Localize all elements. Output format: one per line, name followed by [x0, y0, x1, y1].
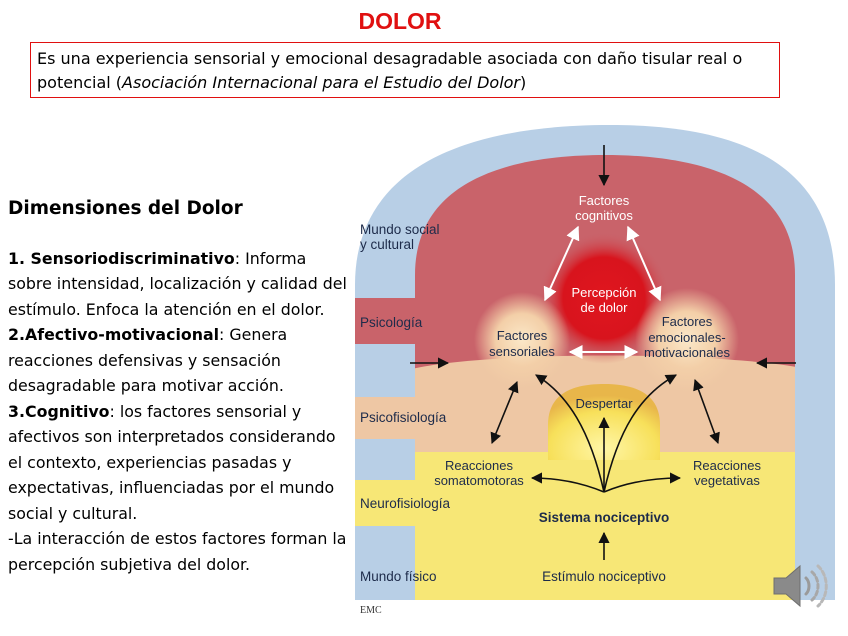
vegetative-line1: Reacciones: [693, 458, 761, 473]
somatomotor-line2: somatomotoras: [434, 473, 524, 488]
level-physical: Mundo físico: [360, 569, 437, 584]
emotional-factors-line1: Factores: [662, 314, 713, 329]
pain-perception-line2: de dolor: [581, 300, 629, 315]
level-social-line1: Mundo social: [360, 222, 440, 237]
somatomotor-line1: Reacciones: [445, 458, 513, 473]
pain-perception-line1: Percepción: [571, 285, 636, 300]
level-psychophysiology: Psicofisiología: [360, 410, 447, 425]
arousal-label: Despertar: [575, 396, 633, 411]
sensory-factors-line1: Factores: [497, 328, 548, 343]
cognitive-factors-line2: cognitivos: [575, 208, 633, 223]
nociceptive-stimulus-label: Estímulo nociceptivo: [542, 569, 666, 584]
nociceptive-system-label: Sistema nociceptivo: [539, 510, 670, 525]
sensory-factors-line2: sensoriales: [489, 344, 555, 359]
emotional-factors-line3: motivacionales: [644, 345, 730, 360]
level-neurophysiology: Neurofisiología: [360, 496, 451, 511]
level-psychology: Psicología: [360, 315, 423, 330]
level-social-line2: y cultural: [360, 237, 414, 252]
emotional-factors-line2: emocionales-: [648, 330, 725, 345]
cognitive-factors-line1: Factores: [579, 193, 630, 208]
speaker-icon[interactable]: [768, 558, 832, 614]
signature: EMC: [360, 605, 382, 616]
vegetative-line2: vegetativas: [694, 473, 760, 488]
